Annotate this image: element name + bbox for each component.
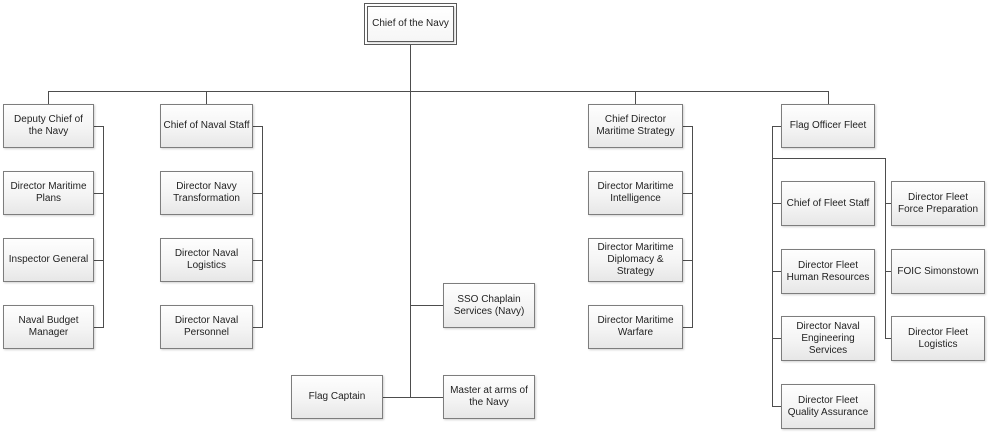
connector-drop-naval-staff — [206, 91, 207, 104]
connector-main-horizontal — [48, 91, 829, 92]
connector-stub — [683, 126, 692, 127]
node-chief-director-maritime-strategy: Chief Director Maritime Strategy — [588, 104, 683, 148]
node-chief-of-naval-staff: Chief of Naval Staff — [160, 104, 253, 148]
connector-stub — [253, 260, 262, 261]
connector-fleet-left-spine — [772, 126, 773, 407]
node-director-fleet-force-preparation: Director Fleet Force Preparation — [891, 181, 985, 226]
connector-stub — [772, 271, 781, 272]
connector-naval-staff-spine — [262, 126, 263, 328]
connector-stub — [94, 327, 103, 328]
node-director-maritime-intelligence: Director Maritime Intelligence — [588, 171, 683, 215]
connector-fleet-head-stub — [772, 126, 781, 127]
node-director-fleet-quality-assurance: Director Fleet Quality Assurance — [781, 384, 875, 429]
node-naval-budget-manager: Naval Budget Manager — [3, 305, 94, 349]
node-director-fleet-human-resources: Director Fleet Human Resources — [781, 249, 875, 294]
connector-drop-deputy — [48, 91, 49, 104]
node-chief-of-the-navy: Chief of the Navy — [364, 3, 457, 45]
node-chief-of-fleet-staff: Chief of Fleet Staff — [781, 181, 875, 226]
node-director-naval-personnel: Director Naval Personnel — [160, 305, 253, 349]
connector-maritime-spine — [692, 126, 693, 328]
connector-stub — [253, 193, 262, 194]
node-master-at-arms: Master at arms of the Navy — [443, 375, 535, 419]
connector-stub — [772, 203, 781, 204]
node-director-navy-transformation: Director Navy Transformation — [160, 171, 253, 215]
node-director-naval-logistics: Director Naval Logistics — [160, 238, 253, 282]
node-foic-simonstown: FOIC Simonstown — [891, 249, 985, 294]
connector-stub — [683, 260, 692, 261]
connector-drop-maritime — [635, 91, 636, 104]
connector-stub — [885, 203, 891, 204]
node-inspector-general: Inspector General — [3, 238, 94, 282]
node-deputy-chief-of-the-navy: Deputy Chief of the Navy — [3, 104, 94, 148]
connector-flag-captain — [383, 397, 410, 398]
connector-root-trunk — [410, 45, 411, 397]
connector-sso — [410, 305, 443, 306]
connector-stub — [683, 193, 692, 194]
node-flag-captain: Flag Captain — [291, 375, 383, 419]
node-director-maritime-plans: Director Maritime Plans — [3, 171, 94, 215]
node-flag-officer-fleet: Flag Officer Fleet — [781, 104, 875, 148]
node-director-maritime-diplomacy-strategy: Director Maritime Diplomacy & Strategy — [588, 238, 683, 282]
connector-stub — [772, 406, 781, 407]
connector-stub — [253, 126, 262, 127]
connector-deputy-spine — [103, 126, 104, 328]
connector-fleet-right-spine — [885, 158, 886, 339]
connector-stub — [94, 126, 103, 127]
connector-drop-fleet — [828, 91, 829, 104]
connector-stub — [94, 193, 103, 194]
node-sso-chaplain-services: SSO Chaplain Services (Navy) — [443, 283, 535, 328]
connector-stub — [94, 260, 103, 261]
connector-master-at-arms — [410, 397, 443, 398]
connector-stub — [885, 271, 891, 272]
node-director-fleet-logistics: Director Fleet Logistics — [891, 316, 985, 361]
connector-fleet-cross — [772, 158, 885, 159]
connector-stub — [772, 338, 781, 339]
node-director-maritime-warfare: Director Maritime Warfare — [588, 305, 683, 349]
connector-stub — [683, 327, 692, 328]
connector-stub — [253, 327, 262, 328]
node-director-naval-engineering-services: Director Naval Engineering Services — [781, 316, 875, 361]
connector-stub — [885, 338, 891, 339]
